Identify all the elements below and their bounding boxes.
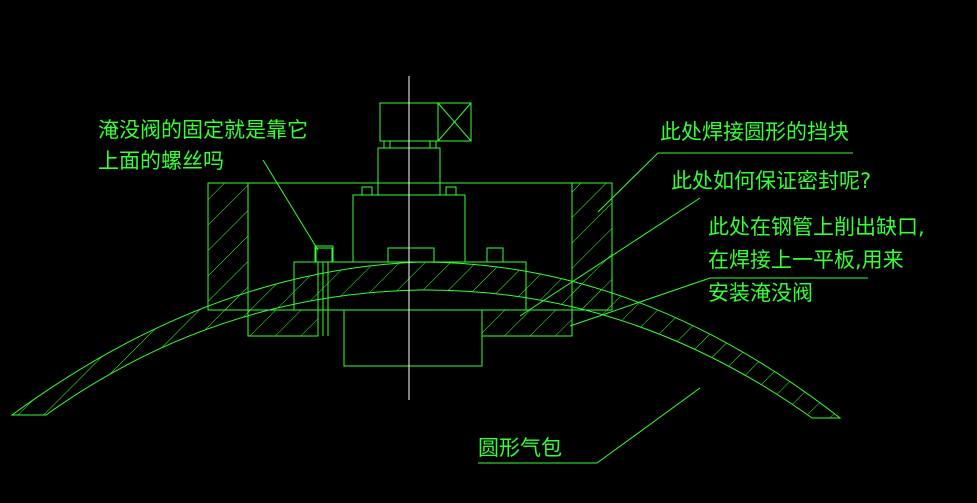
welded-block-note: 此处焊接圆形的挡块 xyxy=(660,120,849,144)
valve-body xyxy=(293,102,527,367)
drum-shell xyxy=(10,261,842,419)
valve-mount-question-line2: 上面的螺丝吗 xyxy=(98,149,224,173)
right-block xyxy=(571,182,613,311)
right-plate xyxy=(481,309,573,337)
valve-mount-question-line1: 淹没阀的固定就是靠它 xyxy=(98,118,308,142)
drum-label: 圆形气包 xyxy=(478,436,562,460)
sealing-question-note: 此处如何保证密封呢? xyxy=(671,169,871,193)
left-block xyxy=(207,182,249,311)
mounting-screw xyxy=(314,245,334,336)
housing-frame xyxy=(208,182,612,310)
cutout-note-line2: 在焊接上一平板,用来 xyxy=(708,248,904,272)
left-plate xyxy=(247,309,319,337)
leader-lines xyxy=(262,152,868,464)
cutout-note-line3: 安装淹没阀 xyxy=(708,281,813,305)
cutout-note-line1: 此处在钢管上削出缺口, xyxy=(708,215,925,239)
